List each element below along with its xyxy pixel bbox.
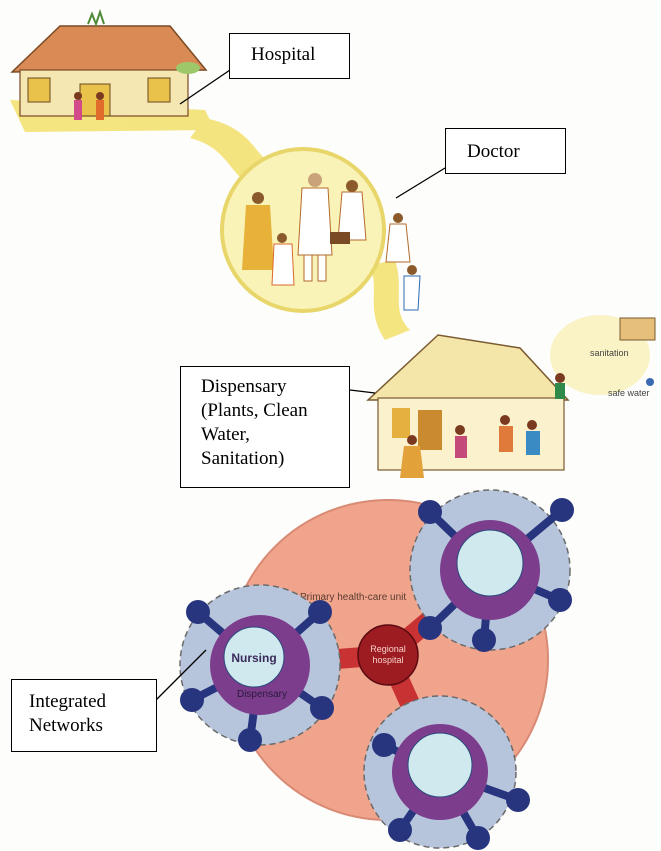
dispensary-building: sanitation safe water <box>368 315 655 478</box>
regional-label-line1: Regional <box>370 644 406 654</box>
network-node-top-right <box>410 490 574 652</box>
callout-dispensary-line2: (Plants, Clean <box>201 399 349 423</box>
sign-sanitation: sanitation <box>590 348 629 358</box>
callout-dispensary-line3: Water, <box>201 423 349 447</box>
callout-dispensary: Dispensary (Plants, Clean Water, Sanitat… <box>180 366 350 488</box>
integrated-network: Primary health-care unit <box>180 490 574 850</box>
callout-dispensary-line4: Sanitation) <box>201 447 349 471</box>
callout-networks-line2: Networks <box>29 714 156 738</box>
callout-doctor-text: Doctor <box>467 141 520 162</box>
hospital-building <box>12 12 206 120</box>
regional-hospital: Regional hospital <box>358 625 418 685</box>
regional-label-line2: hospital <box>372 655 403 665</box>
sign-safe-water: safe water <box>608 388 650 398</box>
callout-hospital-text: Hospital <box>251 44 315 65</box>
callout-doctor: Doctor <box>445 128 566 174</box>
callout-integrated-networks: Integrated Networks <box>11 679 157 752</box>
dispensary-node-label: Dispensary <box>237 689 287 700</box>
callout-dispensary-line1: Dispensary <box>201 375 349 399</box>
callout-hospital: Hospital <box>229 33 350 79</box>
callout-networks-line1: Integrated <box>29 690 156 714</box>
nursing-label: Nursing <box>231 651 276 665</box>
